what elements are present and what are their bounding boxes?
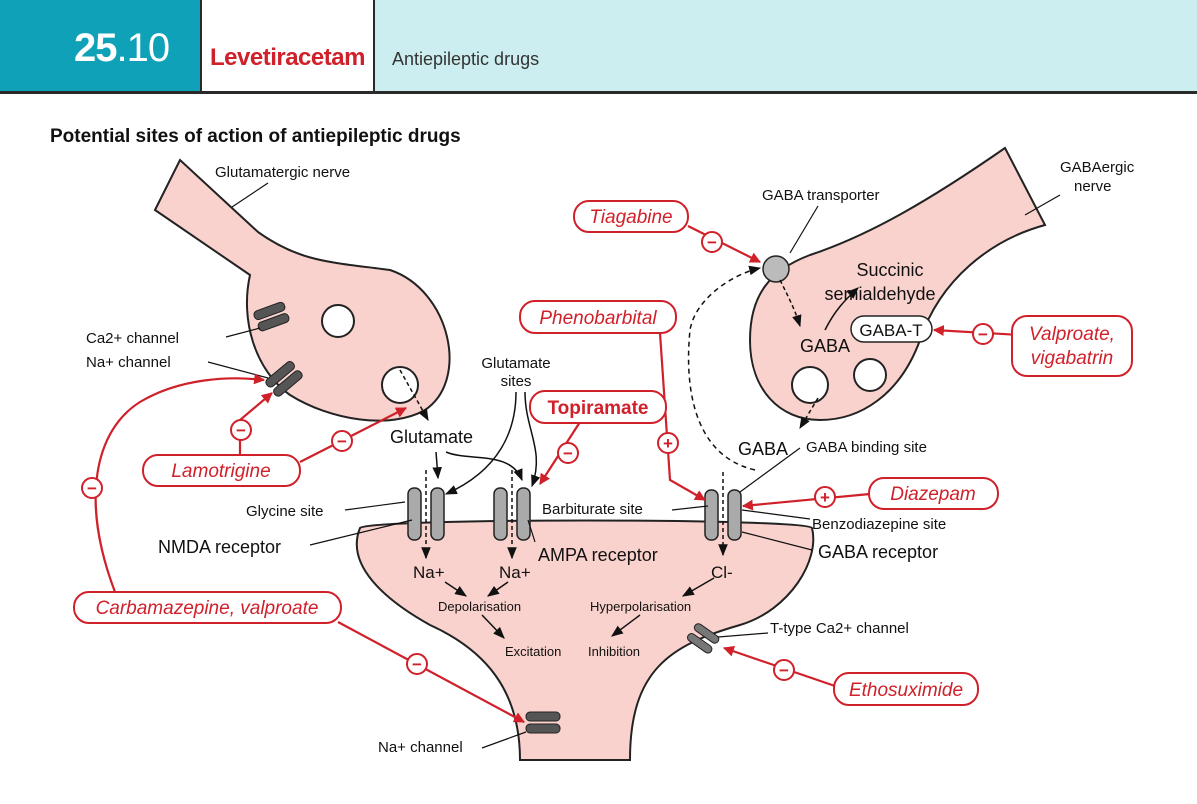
label-na-channel-post: Na+ channel (378, 739, 463, 756)
drug-valproate: Valproate, (1029, 324, 1115, 345)
drug-tiagabine: Tiagabine (589, 207, 672, 228)
header-divider (0, 91, 1197, 94)
inhibit-sign: − (779, 661, 789, 680)
chapter-number: 25.10 (74, 26, 170, 70)
pathway-arrows (399, 265, 859, 639)
drug-lamotrigine: Lamotrigine (171, 461, 270, 482)
label-ca-channel: Ca2+ channel (86, 330, 179, 347)
label-barbiturate-site: Barbiturate site (542, 501, 643, 518)
drug-diazepam: Diazepam (890, 484, 976, 505)
label-gaba-lower: GABA (738, 439, 788, 459)
drug-boxes (73, 200, 1133, 706)
inhibit-sign: − (412, 655, 422, 674)
gaba-transporter-icon (762, 255, 790, 283)
label-hyperpolarisation: Hyperpolarisation (590, 599, 691, 614)
inhibit-sign: − (337, 432, 347, 451)
vesicle (791, 366, 829, 404)
drug-effect-arrows (94, 225, 1021, 723)
chapter-title: Levetiracetam (210, 44, 365, 71)
label-gaba-binding-site: GABA binding site (806, 439, 927, 456)
label-glutamatergic-nerve: Glutamatergic nerve (215, 164, 350, 181)
label-glutamate: Glutamate (390, 427, 473, 447)
label-ampa-receptor: AMPA receptor (538, 545, 658, 565)
inhibit-sign: − (978, 325, 988, 344)
label-semialdehyde: semialdehyde (824, 284, 935, 304)
inhibit-sign: − (563, 444, 573, 463)
inhibit-sign: − (87, 479, 97, 498)
label-glutamate-sites-2: sites (501, 373, 532, 390)
label-gaba-t: GABA-T (859, 321, 922, 340)
label-nmda-receptor: NMDA receptor (158, 537, 281, 557)
chapter-title-block: Levetiracetam (200, 0, 375, 93)
t-type-channel-icon (687, 623, 720, 654)
chapter-number-block: 25.10 (0, 0, 200, 93)
label-gabaergic-nerve: GABAergic (1060, 159, 1135, 176)
label-gaba-upper: GABA (800, 336, 850, 356)
ca-channel-icon (253, 301, 290, 332)
vesicle (321, 304, 355, 338)
sign-circles (81, 231, 994, 681)
label-benzodiazepine-site: Benzodiazepine site (812, 516, 946, 533)
enhance-sign: + (820, 488, 830, 507)
label-succinic: Succinic (856, 260, 923, 280)
label-depolarisation: Depolarisation (438, 599, 521, 614)
vesicle (381, 366, 419, 404)
na-channel-icon (265, 361, 303, 397)
label-cl-ion: Cl- (711, 563, 733, 582)
label-inhibition: Inhibition (588, 644, 640, 659)
structure-labels: Glutamatergic nerve GABAergic nerve Ca2+… (86, 159, 1135, 756)
label-gaba-transporter: GABA transporter (762, 187, 880, 204)
drug-labels: Tiagabine Phenobarbital Topiramate Valpr… (96, 207, 1115, 701)
glutamatergic-terminal (153, 158, 451, 422)
label-na-channel: Na+ channel (86, 354, 171, 371)
label-excitation: Excitation (505, 644, 561, 659)
label-na-ion-2: Na+ (499, 563, 531, 582)
vesicle (853, 358, 887, 392)
chapter-subtitle-block: Antiepileptic drugs (375, 0, 1197, 93)
sign-glyphs: − + − − − − + − − − (87, 233, 988, 680)
figure-title: Potential sites of action of antiepilept… (50, 126, 461, 147)
label-na-ion: Na+ (413, 563, 445, 582)
enhance-sign: + (663, 434, 673, 453)
nmda-receptor-icon (407, 470, 445, 545)
chapter-subtitle: Antiepileptic drugs (392, 49, 540, 69)
drug-carbamazepine-valproate: Carbamazepine, valproate (96, 598, 319, 619)
label-t-type-channel: T-type Ca2+ channel (770, 620, 909, 637)
postsynaptic-neuron (355, 519, 815, 761)
gabaergic-terminal (748, 146, 1047, 422)
label-glycine-site: Glycine site (246, 503, 324, 520)
drug-phenobarbital: Phenobarbital (539, 308, 657, 329)
gaba-receptor-icon (704, 472, 742, 545)
label-gaba-receptor: GABA receptor (818, 542, 938, 562)
inhibit-sign: − (236, 421, 246, 440)
drug-ethosuximide: Ethosuximide (849, 680, 963, 701)
drug-vigabatrin: vigabatrin (1031, 348, 1113, 369)
inhibit-sign: − (707, 233, 717, 252)
na-channel-post-icon (525, 711, 561, 734)
ampa-receptor-icon (493, 470, 531, 545)
label-glutamate-sites: Glutamate (481, 355, 550, 372)
page-header: 25.10 Levetiracetam Antiepileptic drugs (0, 0, 1197, 94)
label-gabaergic-nerve-2: nerve (1074, 178, 1112, 195)
drug-topiramate: Topiramate (547, 398, 648, 419)
gaba-t-box (850, 315, 933, 343)
